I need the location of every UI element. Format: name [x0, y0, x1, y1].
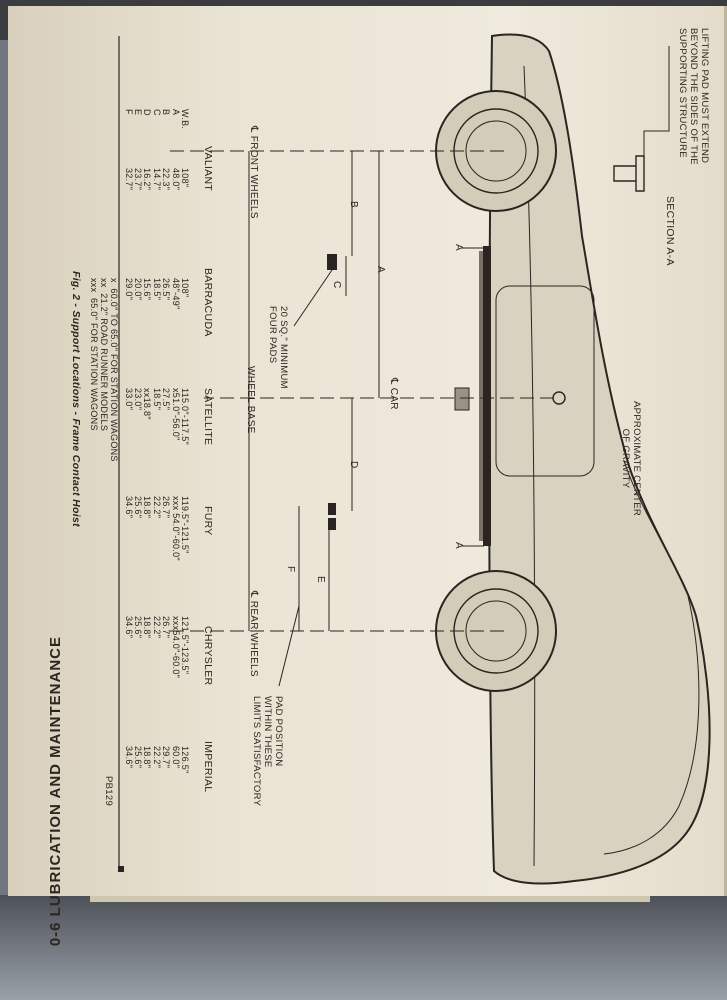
- pad-position-label: PAD POSITION WITHIN THESE LIMITS SATISFA…: [251, 696, 284, 807]
- car-windshield: [623, 460, 687, 592]
- table-col-values-satellite: 115.0"-117.5" x51.0"-56.0" 27.5" 18.5" x…: [123, 388, 190, 445]
- car-door-panel: [495, 285, 595, 477]
- rear-pad-block-2: [328, 518, 336, 530]
- pad-limits-leader: [278, 605, 300, 687]
- car-centerline-post: [454, 387, 470, 411]
- car-body-outline: [488, 33, 711, 885]
- car-diagram: [118, 33, 711, 885]
- figure-code: PB129: [103, 776, 114, 807]
- front-pad-leader: [293, 269, 333, 327]
- scanner-background-bottom: [0, 895, 727, 1000]
- page-header: 0-6 LUBRICATION AND MAINTENANCE: [47, 636, 64, 947]
- table-col-header-satellite: SATELLITE: [202, 388, 214, 446]
- front-pad-block: [327, 254, 337, 270]
- dim-a-label: A: [375, 266, 386, 273]
- table-col-header-fury: FURY: [202, 506, 214, 536]
- dim-c-label: C: [331, 281, 342, 289]
- table-col-header-barracuda: BARRACUDA: [202, 268, 214, 337]
- center-of-gravity-label: APPROXIMATE CENTER OF GRAVITY: [620, 401, 642, 517]
- table-col-header-valiant: VALIANT: [202, 146, 214, 192]
- dim-b-label: B: [348, 201, 359, 208]
- dim-e-label: E: [315, 576, 326, 583]
- dim-d-label: D: [348, 461, 359, 469]
- table-col-values-imperial: 126.5" 60.0" 29.7" 22.2" 18.8" 25.6" 34.…: [123, 746, 190, 774]
- dim-f-label: F: [285, 566, 296, 573]
- section-aa-structure: [613, 155, 645, 192]
- table-col-header-imperial: IMPERIAL: [202, 741, 214, 793]
- section-label: SECTION A-A: [664, 196, 676, 266]
- car-roof-line: [603, 595, 700, 855]
- header-bullet: [118, 866, 124, 872]
- wheel-base-label: WHEEL BASE: [245, 366, 256, 434]
- rear-pad-block-1: [328, 503, 336, 515]
- table-col-values-chrysler: 121.5"-123.5" xxx54.0"-60.0" 26.7" 22.2"…: [123, 616, 190, 679]
- figure-caption: Fig. 2 - Support Locations - Frame Conta…: [70, 271, 82, 527]
- front-wheels-label: ℄ FRONT WHEELS: [248, 126, 259, 219]
- table-col-values-fury: 119.5"-121.5" xxx 54.0"-60.0" 26.7" 22.2…: [123, 496, 190, 561]
- frame-rail-shadow: [479, 251, 483, 541]
- table-row-keys: W.B. A B C D E F: [123, 109, 190, 130]
- car-centerline-label: ℄ CAR: [388, 378, 399, 410]
- table-col-values-barracuda: 108" 48"-49" 26.5" 18.5" 15.6" 20.0" 29.…: [123, 278, 190, 310]
- rotated-page-content: LIFTING PAD MUST EXTEND BEYOND THE SIDES…: [8, 6, 724, 946]
- lifting-pad-note: LIFTING PAD MUST EXTEND BEYOND THE SIDES…: [677, 28, 710, 165]
- section-mark-label-front: A: [453, 244, 464, 251]
- rear-wheels-label: ℄ REAR WHEELS: [248, 591, 259, 677]
- frame-rail: [483, 246, 491, 546]
- table-col-values-valiant: 108" 48.0" 22.3" 14.7" 16.2" 23.7" 32.7": [123, 168, 190, 191]
- section-mark-label-rear: A: [453, 542, 464, 549]
- lifting-pad-leader: [643, 46, 670, 156]
- table-footnotes: x 60.0" TO 65.0" FOR STATION WAGONS xx 2…: [89, 278, 119, 462]
- table-col-header-chrysler: CHRYSLER: [202, 626, 214, 686]
- under-page-edge: [90, 892, 650, 902]
- pad-minimum-label: 20 SQ." MINIMUM FOUR PADS: [267, 306, 289, 389]
